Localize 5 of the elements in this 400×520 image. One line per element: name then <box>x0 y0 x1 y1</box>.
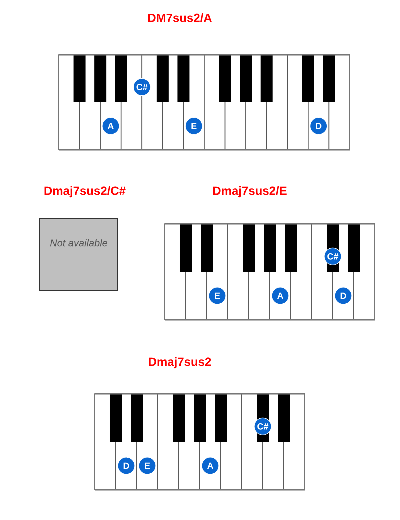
chord-title: Dmaj7sus2/C# <box>44 186 126 198</box>
chord-title: DM7sus2/A <box>148 14 212 22</box>
chord-title: Dmaj7sus2 <box>149 357 212 369</box>
unavailable-box: Not available <box>40 218 118 292</box>
chord-title: Dmaj7sus2/E <box>213 186 287 198</box>
